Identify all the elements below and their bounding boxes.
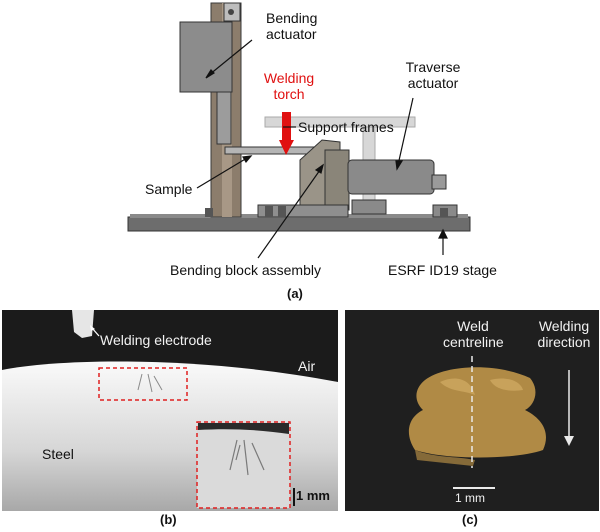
weld-pool-highlights: [440, 378, 523, 395]
welding-direction-arrow-head: [564, 436, 574, 446]
label-support-frames: Support frames: [298, 119, 394, 135]
radiograph-image: [2, 310, 338, 511]
inset-crack-lines: [229, 439, 265, 476]
panel-b-radiograph: Welding electrode Air Steel 1 mm: [2, 310, 338, 511]
welding-electrode-shape: [72, 310, 94, 338]
cap-bolt: [228, 9, 234, 15]
label-welding-torch: Welding torch: [263, 70, 315, 102]
region-of-interest-box: [98, 367, 188, 401]
apparatus-drawing: [127, 2, 471, 259]
caption-a: (a): [287, 286, 303, 301]
label-welding-direction: Welding direction: [537, 318, 591, 350]
label-bending-actuator: Bending actuator: [266, 10, 318, 42]
stage-plate: [127, 216, 471, 232]
support-frame-horizontal: [264, 116, 416, 128]
bending-block-side: [324, 149, 350, 211]
label-scale-b: 1 mm: [296, 488, 330, 503]
inset-zoom-box: [196, 421, 291, 509]
label-esrf-stage: ESRF ID19 stage: [388, 262, 497, 278]
weld-pool-shape: [408, 367, 546, 466]
plate-bolts: [205, 206, 448, 217]
label-weld-centreline: Weld centreline: [443, 318, 504, 350]
weld-pool-image: [408, 356, 574, 489]
traverse-mount-left: [351, 199, 387, 215]
panel-c-weld-pool-render: Weld centreline Welding direction 1 mm: [345, 310, 599, 511]
label-traverse-actuator: Traverse actuator: [405, 59, 461, 91]
welding-torch: [282, 112, 291, 144]
traverse-actuator-end: [431, 174, 447, 190]
traverse-actuator-body: [347, 159, 435, 195]
electrode-arrow: [90, 325, 100, 337]
label-air: Air: [298, 358, 316, 374]
inset-air-region: [198, 423, 289, 434]
label-steel: Steel: [42, 446, 74, 462]
bending-actuator-body: [179, 21, 233, 93]
welding-torch-tip: [279, 140, 294, 155]
label-scale-c: 1 mm: [455, 491, 485, 505]
weld-crack-lines: [137, 373, 163, 393]
panel-a-apparatus-diagram: Bending actuator Welding torch Traverse …: [127, 2, 497, 301]
label-bending-block-assembly: Bending block assembly: [170, 262, 321, 278]
leader-lines: [196, 39, 448, 259]
caption-c: (c): [462, 512, 478, 527]
label-sample: Sample: [145, 181, 193, 197]
caption-b: (b): [160, 512, 177, 527]
label-welding-electrode: Welding electrode: [100, 332, 212, 348]
actuator-rod: [216, 91, 232, 145]
